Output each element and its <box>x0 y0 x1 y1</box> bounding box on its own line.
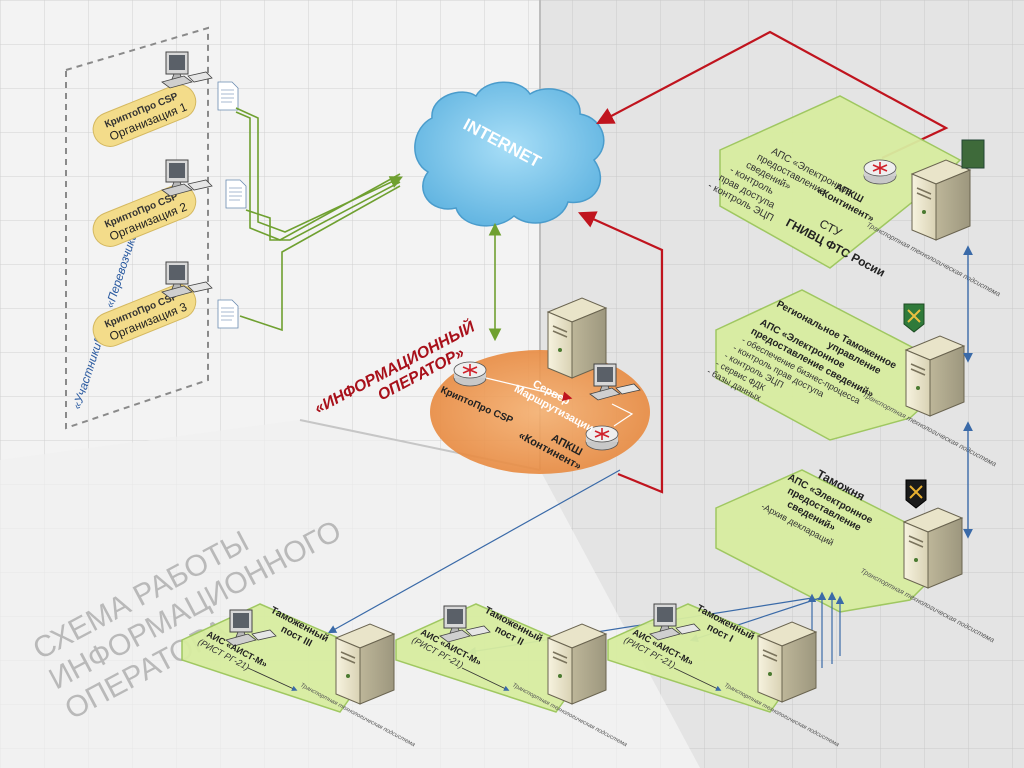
post-3-server-icon <box>335 623 395 705</box>
fts-router-icon <box>863 159 897 185</box>
org-1-document-icon <box>217 81 239 111</box>
information-operator[interactable]: КриптоПро CSP Сервер Маршрутизации АПКШ … <box>430 297 650 474</box>
fts-emblem-icon <box>961 139 985 169</box>
customs-emblem-icon <box>905 479 927 509</box>
org-3-document-icon <box>217 299 239 329</box>
customs-server-icon <box>903 507 963 589</box>
org-2-document-icon <box>225 179 247 209</box>
org-links <box>235 107 403 332</box>
regional-emblem-icon <box>903 303 925 333</box>
post-2-server-icon <box>547 623 607 705</box>
post-1-server-icon <box>757 621 817 703</box>
regional-server-icon <box>905 335 965 417</box>
internet-cloud[interactable]: INTERNET <box>414 81 605 227</box>
fts-server-icon <box>911 159 971 241</box>
operator-router-icon <box>453 361 487 387</box>
